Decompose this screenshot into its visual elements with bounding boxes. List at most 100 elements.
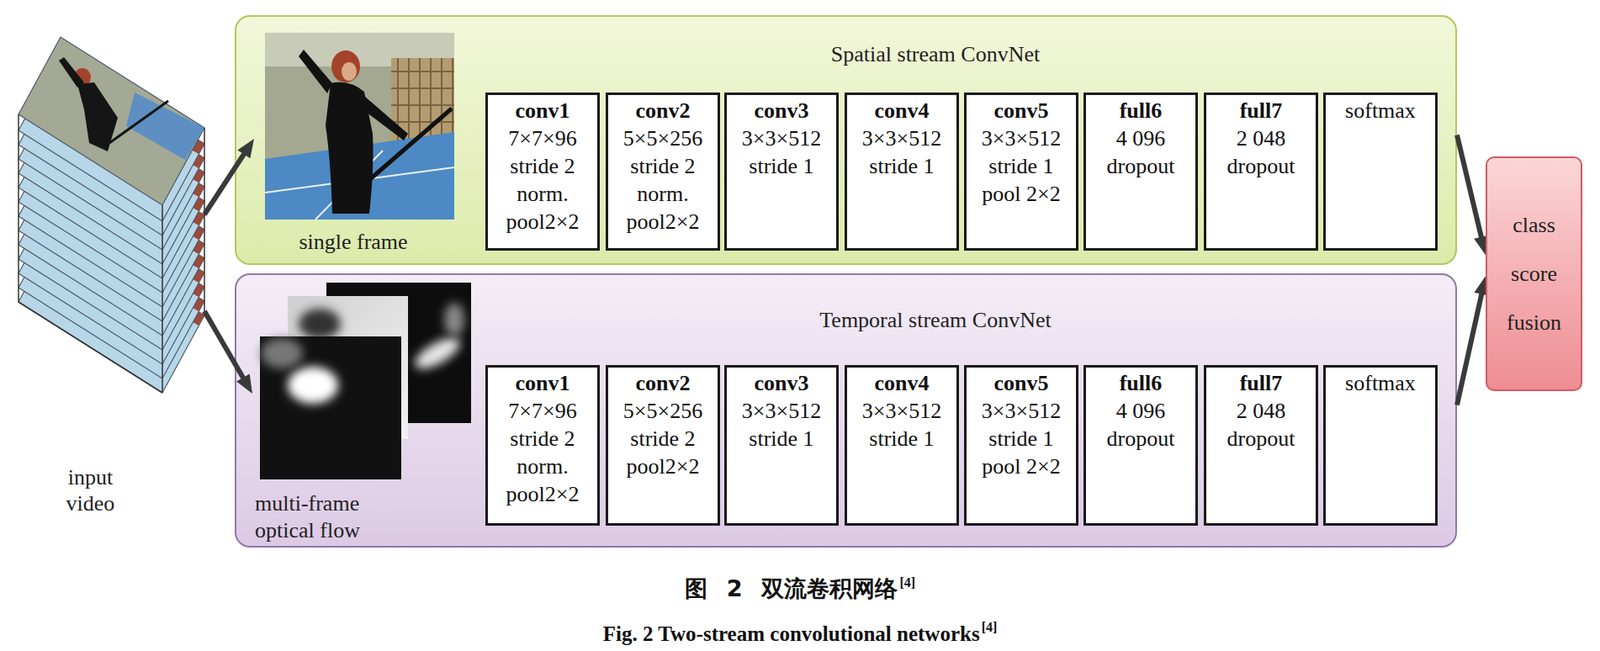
optical-flow-images [259,282,472,480]
layer-spec: 2 048 dropout [1209,397,1313,453]
single-frame-image-part [355,91,408,141]
optical-flow-images-part [298,308,341,340]
flow-caption: multi-frame optical flow [254,490,403,545]
arrow-shaft [1456,135,1484,244]
arrow-shaft [1456,287,1484,406]
layer-box: full72 048 dropout [1203,92,1319,251]
layer-box: full64 096 dropout [1083,92,1198,251]
single-frame-image-part [331,50,361,83]
arrow-head [1473,275,1489,296]
video-stack-part [18,138,205,308]
layer-box: conv25×5×256 stride 2 pool2×2 [605,365,721,526]
stream-to-fusion-arrow [1456,135,1489,256]
panel-title: Spatial stream ConvNet [455,41,1416,69]
layer-name: full7 [1239,96,1283,125]
single-frame-image-part [391,58,455,143]
stream-panel: Spatial stream ConvNet conv17×7×96 stride… [234,15,1457,265]
video-stack [18,37,205,393]
caption-line: 图 2 双流卷积网络[4] [0,574,1600,604]
layer-box: conv53×3×512 stride 1 pool 2×2 [964,92,1079,251]
layer-box: full64 096 dropout [1083,365,1198,526]
layer-spec: 4 096 dropout [1089,397,1193,453]
video-stack-part [18,52,205,222]
video-stack-part [18,67,205,236]
video-stack-part [18,210,205,379]
layer-spec: 2 048 dropout [1209,124,1313,181]
single-frame-image-part [298,49,333,94]
video-caption: input video [50,464,131,517]
video-stack-part [58,57,85,88]
video-to-stream-arrows-part [204,311,247,384]
video-stack-part [74,68,91,87]
single-frame-image [264,32,455,220]
optical-flow-images-part [444,302,465,337]
layer-box: conv53×3×512 stride 1 pool 2×2 [964,365,1079,526]
optical-flow-images-part [260,338,303,369]
optical-flow-images-part [287,296,408,440]
layer-name: conv5 [994,96,1050,125]
layer-name: conv4 [874,96,930,125]
figure-caption: 图 2 双流卷积网络 [684,575,899,602]
layer-name: full6 [1119,96,1163,125]
arrow-head [1473,235,1489,255]
stream-panel: Temporal stream ConvNetconv17×7×96 strid… [234,273,1457,548]
video-stack-part [18,81,205,250]
layer-spec: 5×5×256 stride 2 norm. pool2×2 [611,124,715,236]
layer-name: conv1 [515,96,571,125]
video-to-stream-arrows-part [237,138,255,159]
video-stack-part [18,124,205,293]
single-frame-image-part [341,62,357,81]
layer-box: conv25×5×256 stride 2 norm. pool2×2 [605,92,721,251]
layer-spec: softmax [1345,369,1416,398]
layer-spec: 4 096 dropout [1089,124,1193,181]
layer-name: conv3 [754,369,810,398]
video-stack-part [77,82,118,152]
optical-flow-images-part [287,366,339,404]
single-frame-image-part [264,32,455,220]
fusion-label: class score fusion [1499,201,1569,348]
video-stack-part [18,224,205,393]
layer-box: full72 048 dropout [1203,365,1319,526]
layer-spec: 3×3×512 stride 1 pool 2×2 [969,124,1073,208]
frame-caption: single frame [269,228,438,255]
layer-spec: 5×5×256 stride 2 pool2×2 [611,397,715,481]
layer-box: conv33×3×512 stride 1 [724,365,839,526]
layer-name: conv4 [874,369,930,398]
video-stack-part [18,196,205,365]
video-stack-part [18,110,205,279]
layer-box: conv17×7×96 stride 2 norm. pool2×2 [485,365,600,526]
layer-name: conv2 [635,96,691,125]
optical-flow-images-part [410,332,465,376]
caption-line: Fig. 2 Two-stream convolutional networks… [0,621,1600,647]
single-frame-image-part [264,132,455,220]
layer-spec: 3×3×512 stride 1 [850,397,954,453]
video-stack-part [18,95,205,265]
video-to-stream-arrows-part [236,374,253,395]
video-stack-part [18,37,205,206]
video-to-stream-arrows [204,138,255,394]
figure-caption-english: Fig. 2 Two-stream convolutional networks [603,622,981,646]
layer-name: full7 [1239,369,1283,398]
layer-box: conv43×3×512 stride 1 [844,92,959,251]
optical-flow-images-part [259,336,402,480]
layer-box: conv43×3×512 stride 1 [844,365,959,526]
layer-name: conv3 [754,96,810,125]
video-stack-part [18,114,205,393]
layer-spec: 3×3×512 stride 1 [730,124,833,181]
optical-flow-images-part [326,282,472,424]
single-frame-image-part [325,82,374,214]
fusion-box: class score fusion [1485,156,1583,392]
layer-box: conv33×3×512 stride 1 [724,92,839,251]
layer-spec: 3×3×512 stride 1 [730,397,833,453]
layer-box: softmax [1323,365,1438,526]
video-stack-part [18,153,205,322]
video-stack-part [18,181,205,350]
layer-spec: softmax [1345,96,1416,125]
layer-name: full6 [1119,369,1163,398]
layer-name: conv1 [515,369,571,398]
layer-box: conv17×7×96 stride 2 norm. pool2×2 [485,92,600,251]
single-frame-image-part [264,150,455,220]
layer-spec: 7×7×96 stride 2 norm. pool2×2 [491,397,594,509]
layer-spec: 3×3×512 stride 1 pool 2×2 [969,397,1073,481]
